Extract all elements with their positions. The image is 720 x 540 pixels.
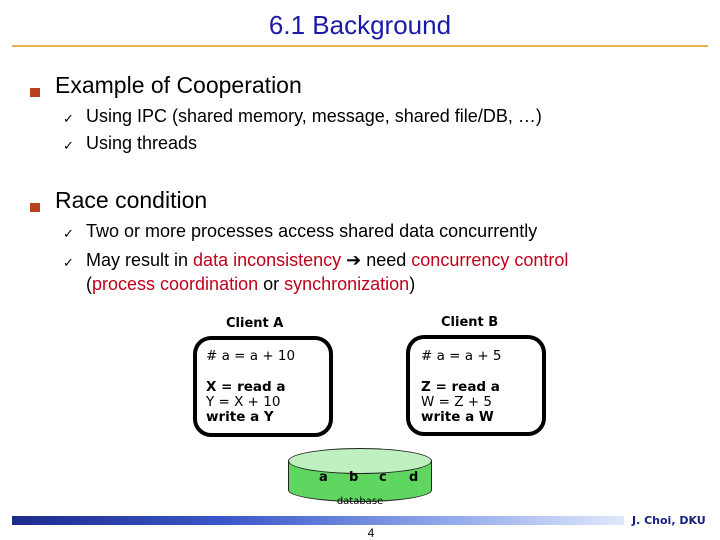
section-heading-race-condition: Race condition	[55, 187, 208, 213]
client-a-line: write a Y	[206, 409, 274, 425]
emphasis-process-coordination: process coordination	[92, 274, 259, 294]
author-credit: J. Choi, DKU	[632, 514, 706, 527]
list-item-concurrent-access: Two or more processes access shared data…	[86, 221, 538, 241]
database-field: d	[409, 470, 419, 485]
title-divider	[12, 45, 708, 47]
emphasis-concurrency-control: concurrency control	[411, 250, 569, 270]
bullet-square-icon	[30, 88, 40, 97]
section-heading-cooperation: Example of Cooperation	[55, 72, 302, 98]
text-run: )	[409, 274, 416, 294]
database-field: b	[349, 470, 359, 485]
client-b-line: W = Z + 5	[421, 394, 492, 410]
text-run: or	[258, 274, 285, 294]
list-item-inconsistency: May result in data inconsistency ➔ need …	[86, 250, 568, 271]
checkmark-icon: ✓	[63, 138, 74, 153]
arrow-right-icon: ➔	[346, 250, 362, 270]
list-item-threads: Using threads	[86, 133, 198, 153]
checkmark-icon: ✓	[63, 255, 74, 270]
text-run: May result in	[86, 250, 194, 270]
client-a-comment: # a = a + 10	[206, 348, 296, 364]
checkmark-icon: ✓	[63, 226, 74, 241]
client-a-line: Y = X + 10	[206, 394, 281, 410]
page-number: 4	[367, 526, 375, 540]
client-b-line: write a W	[421, 409, 494, 425]
footer-gradient-bar	[12, 516, 624, 525]
database-field: c	[379, 470, 387, 485]
client-a-box	[193, 336, 333, 437]
database-label: database	[336, 496, 384, 507]
bullet-square-icon	[30, 203, 40, 212]
client-b-line: Z = read a	[421, 379, 500, 395]
client-b-comment: # a = a + 5	[421, 348, 502, 364]
client-b-title: Client B	[441, 315, 499, 330]
list-item-inconsistency-continued: (process coordination or synchronization…	[86, 274, 415, 295]
client-a-title: Client A	[226, 316, 284, 331]
emphasis-synchronization: synchronization	[284, 274, 410, 294]
emphasis-data-inconsistency: data inconsistency	[193, 250, 342, 270]
checkmark-icon: ✓	[63, 111, 74, 126]
text-run: (	[86, 274, 92, 294]
database-cylinder-top	[288, 448, 432, 474]
client-a-line: X = read a	[206, 379, 286, 395]
list-item-ipc: Using IPC (shared memory, message, share…	[86, 106, 542, 126]
client-b-box	[406, 335, 546, 436]
slide-title: 6.1 Background	[268, 10, 452, 40]
database-field: a	[319, 470, 328, 485]
text-run: need	[361, 250, 412, 270]
